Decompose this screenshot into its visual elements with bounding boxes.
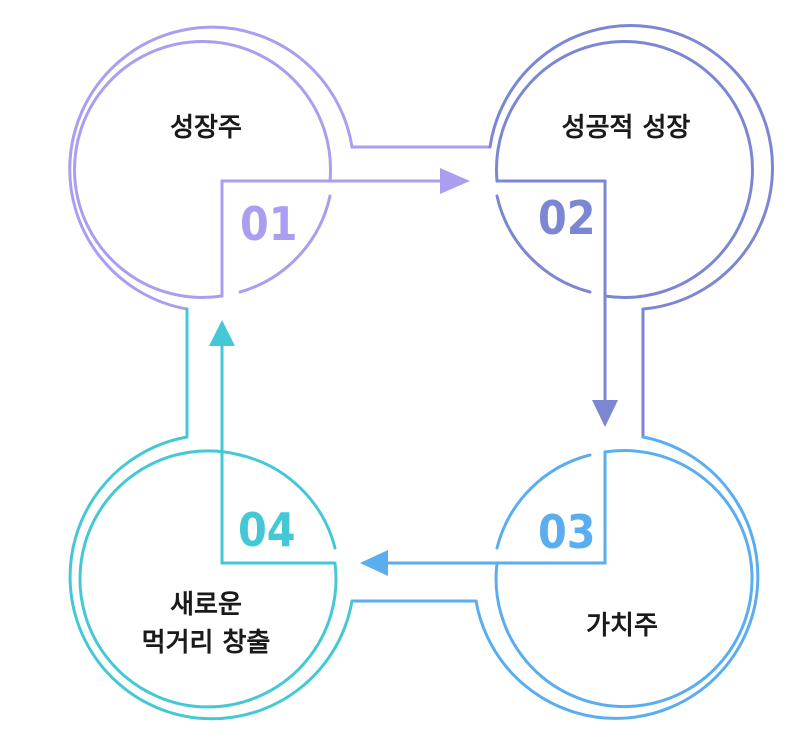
step-4-outer-ring xyxy=(68,435,354,721)
arrow-to-step-2-icon xyxy=(440,168,470,194)
step-3-inner-ring xyxy=(494,449,754,709)
step-3-group xyxy=(350,435,760,720)
step-4-number: 04 xyxy=(238,503,296,557)
step-1-inner-ring-tail xyxy=(238,194,332,294)
step-2-number: 02 xyxy=(538,191,596,245)
step-1-corner-bracket xyxy=(220,179,447,298)
step-4-group xyxy=(68,307,354,721)
step-4-label-line-1: 새로운 xyxy=(170,590,242,620)
arrow-to-step-4-icon xyxy=(360,550,388,576)
step-1-outer-ring xyxy=(68,25,354,311)
step-4-corner-bracket xyxy=(220,343,337,565)
step-2-inner-ring-tail xyxy=(495,194,592,294)
step-4-inner-ring xyxy=(78,449,338,709)
step-3-number: 03 xyxy=(538,505,596,559)
arrow-to-step-1-icon xyxy=(209,320,235,346)
arrow-to-step-3-icon xyxy=(592,400,618,427)
step-3-outer-ring xyxy=(474,435,760,720)
step-1-label: 성장주 xyxy=(170,113,242,143)
step-4-label-line-2: 먹거리 창출 xyxy=(142,628,271,658)
step-3-label: 가치주 xyxy=(586,611,658,641)
step-1-inner-ring xyxy=(73,40,332,299)
step-2-label: 성공적 성장 xyxy=(562,113,691,143)
step-1-number: 01 xyxy=(240,197,298,251)
step-3-inner-ring-tail xyxy=(495,453,592,550)
step-2-corner-bracket xyxy=(495,179,607,402)
step-2-outer-ring xyxy=(488,24,774,311)
step-2-group xyxy=(488,24,774,439)
step-4-inner-ring-tail xyxy=(238,453,337,550)
step-2-inner-ring xyxy=(495,40,754,299)
step-3-corner-bracket xyxy=(384,450,607,565)
step-1-group xyxy=(68,25,492,311)
